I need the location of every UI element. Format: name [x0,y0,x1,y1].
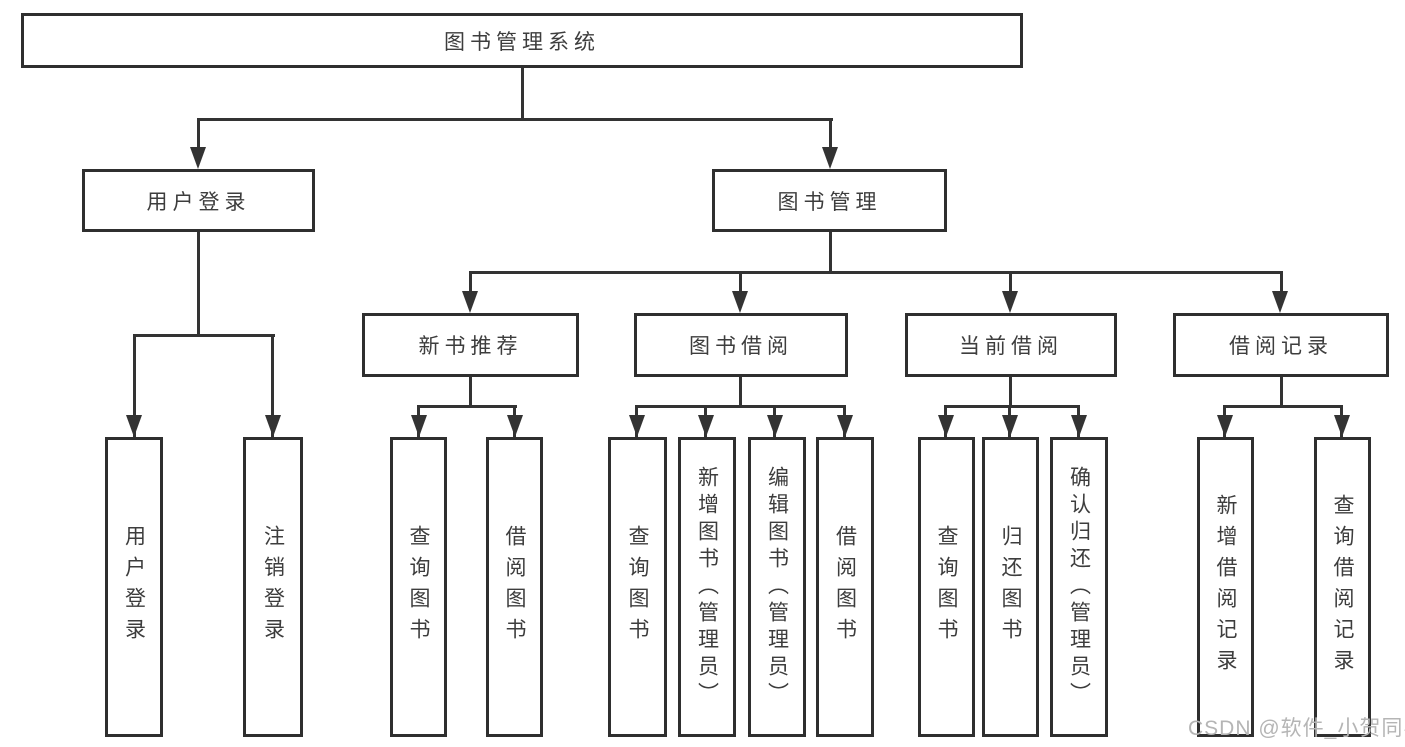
leaf-newbook-query: 查询图书 [390,437,447,737]
leaf-logout-label: 注销登录 [261,525,285,649]
connector-drop [1280,272,1283,292]
leaf-current-return: 归还图书 [982,437,1039,737]
node-root: 图书管理系统 [21,13,1023,68]
node-current-borrow-label: 当前借阅 [959,335,1063,358]
connector-drop [133,335,136,437]
leaf-current-confirm: 确认归还（管理员） [1050,437,1108,737]
leaf-newbook-borrow: 借阅图书 [486,437,543,737]
arrowhead-down-icon [822,147,838,169]
leaf-newbook-query-label: 查询图书 [407,525,430,649]
leaf-current-confirm-label: 确认归还（管理员） [1067,465,1091,709]
arrowhead-down-icon [126,415,142,437]
leaf-borrow-query: 查询图书 [608,437,667,737]
arrowhead-down-icon [1002,415,1018,437]
leaf-borrow-edit: 编辑图书（管理员） [748,437,806,737]
node-book-borrow-label: 图书借阅 [689,335,793,358]
connector-user-login-branch [133,334,275,337]
connector-stem [739,377,742,406]
leaf-borrow-add-label: 新增图书（管理员） [695,465,719,709]
leaf-records-add: 新增借阅记录 [1197,437,1254,737]
node-root-label: 图书管理系统 [444,30,600,54]
connector-root-stem [521,68,524,119]
arrowhead-down-icon [507,415,523,437]
connector-branch [417,405,517,408]
arrowhead-down-icon [1002,291,1018,313]
arrowhead-down-icon [411,415,427,437]
leaf-newbook-borrow-label: 借阅图书 [503,525,526,649]
node-book-mgmt: 图书管理 [712,169,947,232]
connector-stem [1280,377,1283,406]
arrowhead-down-icon [732,291,748,313]
arrowhead-down-icon [1334,415,1350,437]
arrowhead-down-icon [1272,291,1288,313]
node-borrow-records: 借阅记录 [1173,313,1389,377]
node-new-book-rec: 新书推荐 [362,313,579,377]
arrowhead-down-icon [837,415,853,437]
leaf-borrow-add: 新增图书（管理员） [678,437,736,737]
connector-branch [1223,405,1343,408]
node-book-mgmt-label: 图书管理 [777,190,882,214]
leaf-user-login: 用户登录 [105,437,163,737]
node-borrow-records-label: 借阅记录 [1229,335,1333,358]
csdn-watermark: CSDN @软件_小贺同学 [1188,717,1405,740]
connector-drop [829,119,832,149]
connector-level2-branch [197,118,833,121]
connector-drop [197,119,200,149]
connector-drop [739,272,742,292]
arrowhead-down-icon [190,147,206,169]
connector-stem [469,377,472,406]
leaf-borrow-borrow-label: 借阅图书 [833,525,857,649]
leaf-records-query: 查询借阅记录 [1314,437,1371,737]
leaf-current-query: 查询图书 [918,437,975,737]
arrowhead-down-icon [462,291,478,313]
leaf-borrow-edit-label: 编辑图书（管理员） [765,465,789,709]
arrowhead-down-icon [265,415,281,437]
leaf-records-add-label: 新增借阅记录 [1214,494,1237,680]
arrowhead-down-icon [698,415,714,437]
connector-level3-branch [469,271,1283,274]
arrowhead-down-icon [767,415,783,437]
arrowhead-down-icon [1217,415,1233,437]
connector-user-login-stem [197,232,200,335]
leaf-records-query-label: 查询借阅记录 [1331,494,1354,680]
leaf-borrow-borrow: 借阅图书 [816,437,874,737]
connector-drop [1009,272,1012,292]
node-user-login: 用户登录 [82,169,315,232]
node-current-borrow: 当前借阅 [905,313,1117,377]
node-book-borrow: 图书借阅 [634,313,848,377]
connector-drop [271,335,274,437]
leaf-logout: 注销登录 [243,437,303,737]
node-new-book-rec-label: 新书推荐 [418,335,523,358]
arrowhead-down-icon [629,415,645,437]
leaf-current-return-label: 归还图书 [999,525,1022,649]
leaf-current-query-label: 查询图书 [935,525,958,649]
connector-stem [1009,377,1012,406]
node-user-login-label: 用户登录 [146,190,251,214]
leaf-user-login-label: 用户登录 [122,525,146,649]
leaf-borrow-query-label: 查询图书 [626,525,649,649]
connector-branch [635,405,846,408]
connector-drop [469,272,472,292]
arrowhead-down-icon [938,415,954,437]
connector-book-mgmt-stem [829,232,832,273]
connector-branch [944,405,1080,408]
arrowhead-down-icon [1071,415,1087,437]
